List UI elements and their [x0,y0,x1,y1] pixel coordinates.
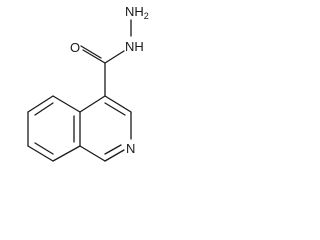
carbonyl-oxygen-label: O [70,40,80,55]
bond-carbonyl-o-second [80,45,102,59]
bond-carbonyl-o [82,49,106,64]
bond-c7-c8-inner [34,142,54,155]
chemical-structure: NH2 NH O N [27,4,149,162]
bond-c5-c6 [27,95,54,113]
bond-c1-c8a [79,145,106,162]
ring-nitrogen-label: N [126,141,135,156]
bond-c4-c3 [104,95,132,113]
hydrazide-nh-label: NH [125,39,144,54]
bond-c5-c6-inner [34,102,54,116]
bond-c4a-c5 [52,95,81,113]
amine-label: NH2 [125,4,149,21]
bond-carbonyl-n [104,50,125,64]
bond-c8-c8a [52,145,81,162]
bond-n2-c1-double [104,149,125,162]
bond-c7-c8 [27,145,54,162]
bond-c3-c4-inner [104,102,126,116]
bond-c4a-c4 [79,95,106,113]
bond-n2-c1-inner [104,144,122,155]
